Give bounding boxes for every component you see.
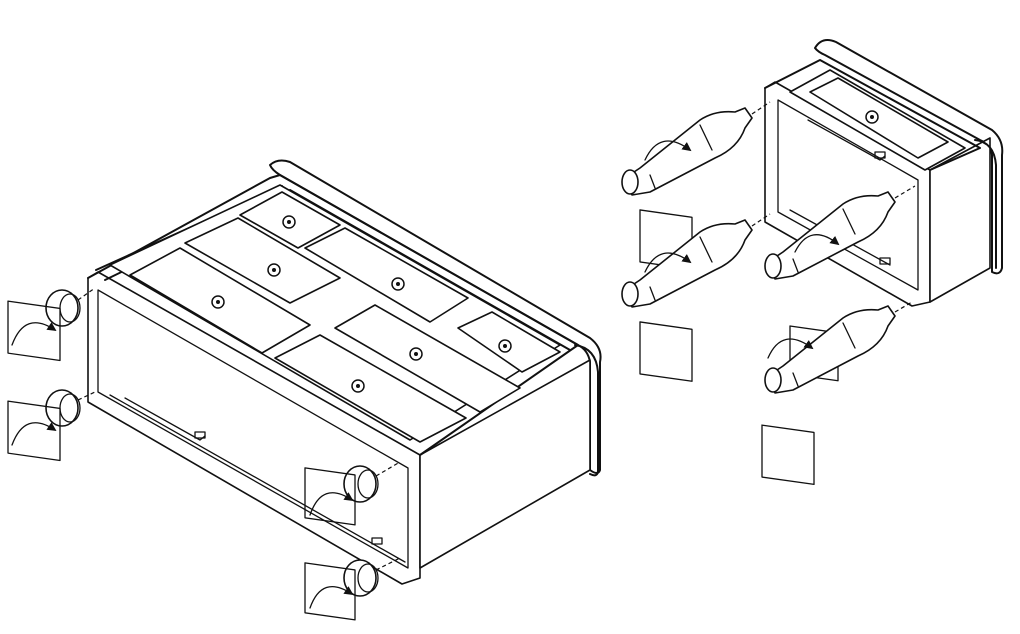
drawer-3 [304,227,469,323]
turned-leg-4 [761,301,913,486]
nightstand [621,39,1004,486]
bun-foot-3 [304,461,401,526]
bun-foot-1 [7,287,96,362]
dresser-front-face [419,359,591,569]
nightstand-drawer [809,77,949,159]
nightstand-legs [621,101,916,486]
dresser [7,159,602,621]
turned-leg-1 [621,101,771,270]
dresser-drawers [129,191,561,443]
nightstand-front-face [929,137,991,303]
dresser-drawer-knobs [211,215,512,393]
drawer-5 [334,304,521,413]
bun-foot-2 [7,389,96,462]
nightstand-drawer-knob [865,110,879,124]
drawer-7 [274,334,467,443]
turned-leg-2 [621,213,771,382]
bun-foot-4 [304,557,401,621]
drawer-2 [184,217,341,304]
dresser-feet [7,287,401,621]
